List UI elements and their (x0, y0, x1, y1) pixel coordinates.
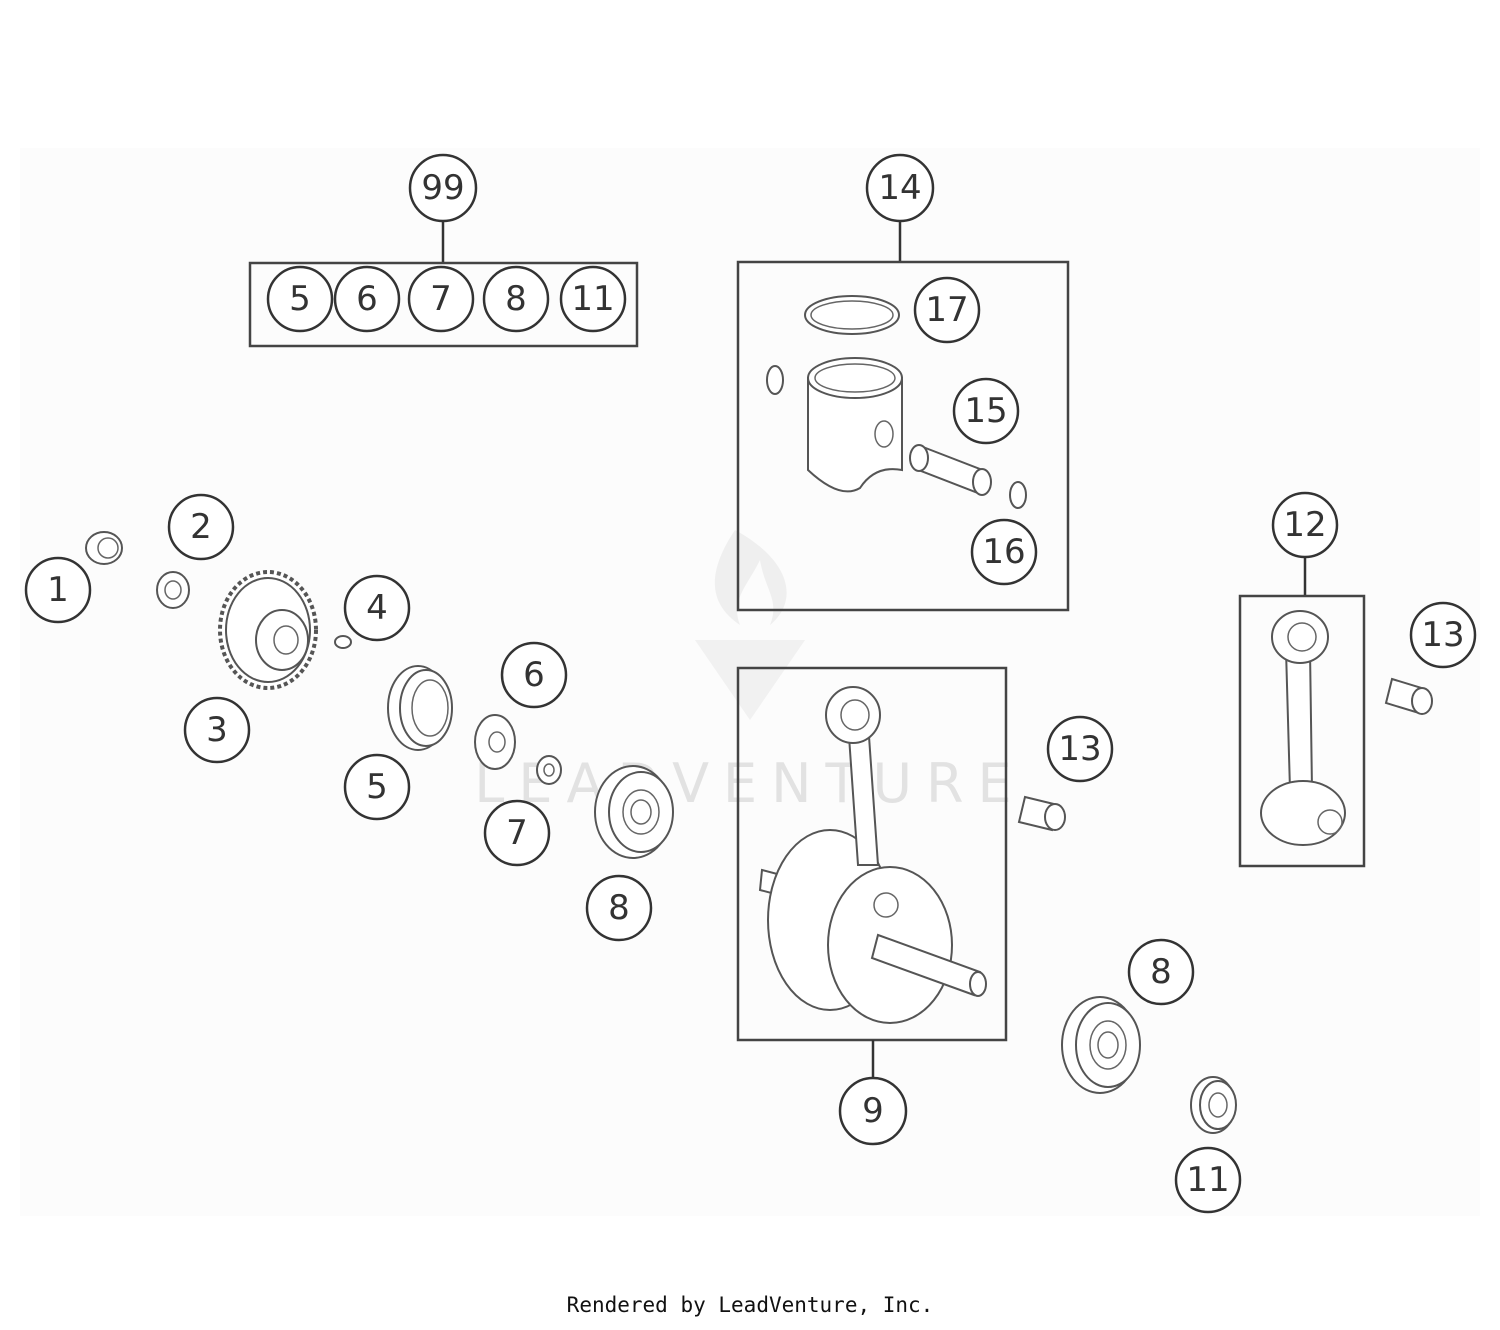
piston-kit-14-box (736, 260, 1070, 612)
svg-text:15: 15 (964, 391, 1007, 431)
washer-6-drawing (474, 714, 516, 770)
callout-17[interactable]: 17 (913, 276, 981, 344)
callout-3[interactable]: 3 (183, 696, 251, 764)
kit-99-member-6[interactable]: 6 (333, 265, 401, 333)
svg-text:13: 13 (1421, 615, 1464, 655)
bearing-11-drawing (1190, 1076, 1237, 1134)
leadventure-watermark-logo (695, 530, 805, 720)
svg-text:11: 11 (1186, 1160, 1229, 1200)
svg-text:3: 3 (206, 710, 228, 750)
svg-text:16: 16 (982, 532, 1025, 572)
piston-pin-clip-right (1009, 481, 1027, 509)
svg-text:11: 11 (571, 279, 614, 319)
svg-text:13: 13 (1058, 729, 1101, 769)
callout-14[interactable]: 14 (865, 153, 935, 223)
washer-2-drawing (156, 571, 190, 609)
gear-3-drawing (218, 570, 318, 690)
callout-2[interactable]: 2 (167, 493, 235, 561)
svg-text:6: 6 (523, 655, 545, 695)
key-4-drawing (334, 635, 352, 649)
kit-99-member-8[interactable]: 8 (482, 265, 550, 333)
callout-8-right[interactable]: 8 (1127, 938, 1195, 1006)
piston-drawing (807, 357, 903, 493)
callout-11[interactable]: 11 (1174, 1146, 1242, 1214)
kit-99-member-7[interactable]: 7 (407, 265, 475, 333)
svg-text:2: 2 (190, 507, 212, 547)
shaft-seal-5-drawing (387, 665, 453, 751)
svg-text:4: 4 (366, 588, 388, 628)
svg-text:5: 5 (366, 767, 388, 807)
needle-bearing-13b-drawing (1384, 677, 1433, 715)
callout-15[interactable]: 15 (952, 377, 1020, 445)
svg-text:7: 7 (506, 813, 528, 853)
callout-99[interactable]: 99 (408, 153, 478, 223)
svg-text:14: 14 (878, 168, 921, 208)
bearing-8-left-drawing (594, 765, 674, 859)
callout-12[interactable]: 12 (1271, 491, 1339, 559)
svg-text:17: 17 (925, 290, 968, 330)
svg-text:6: 6 (356, 279, 378, 319)
bushing-1-drawing (85, 531, 123, 565)
piston-ring-drawing (804, 295, 900, 335)
callout-13-crank[interactable]: 13 (1046, 715, 1114, 783)
svg-text:1: 1 (47, 570, 69, 610)
callout-16[interactable]: 16 (970, 518, 1038, 586)
callout-1[interactable]: 1 (24, 556, 92, 624)
kit-99-member-5[interactable]: 5 (266, 265, 334, 333)
o-ring-7-drawing (536, 755, 562, 785)
svg-text:5: 5 (289, 279, 311, 319)
callout-4[interactable]: 4 (343, 574, 411, 642)
crankshaft-drawing (758, 686, 987, 1024)
callout-6[interactable]: 6 (500, 641, 568, 709)
watermark-text: LEADVENTURE (474, 752, 1025, 815)
footer-credit: Rendered by LeadVenture, Inc. (566, 1293, 934, 1317)
kit-99-member-11[interactable]: 11 (559, 265, 627, 333)
svg-text:9: 9 (862, 1091, 884, 1131)
svg-text:8: 8 (608, 888, 630, 928)
svg-text:12: 12 (1283, 505, 1326, 545)
piston-pin-drawing (909, 444, 992, 496)
svg-text:7: 7 (430, 279, 452, 319)
kit-99-box (248, 261, 639, 348)
callout-9[interactable]: 9 (838, 1076, 908, 1146)
callout-5[interactable]: 5 (343, 753, 411, 821)
svg-text:99: 99 (421, 168, 464, 208)
callout-8-left[interactable]: 8 (585, 874, 653, 942)
svg-text:8: 8 (1150, 952, 1172, 992)
needle-bearing-13-drawing (1017, 795, 1066, 832)
callout-7[interactable]: 7 (483, 799, 551, 867)
piston-pin-clip-left (766, 365, 784, 395)
svg-text:8: 8 (505, 279, 527, 319)
bearing-8-right-drawing (1061, 996, 1141, 1094)
conrod-12-box (1238, 594, 1366, 868)
callout-13-conrod[interactable]: 13 (1409, 601, 1477, 669)
conrod-drawing (1260, 610, 1346, 846)
